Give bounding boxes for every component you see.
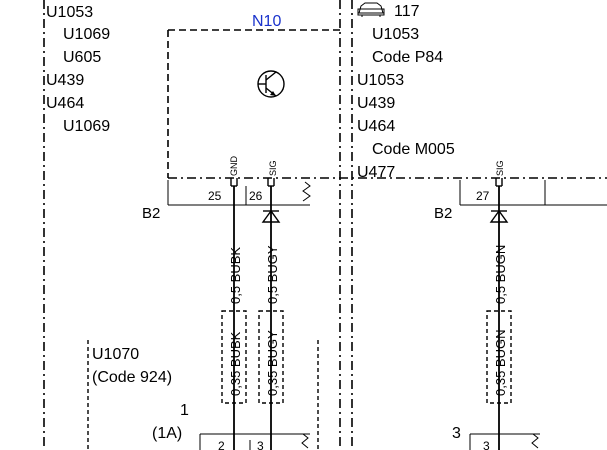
pin-26-label: 26 xyxy=(249,189,263,203)
pin-terminal-26 xyxy=(267,178,275,187)
right-code-7: U477 xyxy=(357,164,395,181)
wire-26-upper-label: 0,5 BUGY xyxy=(265,245,280,304)
connector-b2-right xyxy=(459,180,607,206)
component-name: N10 xyxy=(252,13,281,30)
pin-25-label: 25 xyxy=(208,189,222,203)
bottom-pin-3-left: 3 xyxy=(257,439,264,450)
pin-gnd-label: GND xyxy=(229,156,239,177)
pin-terminal-27 xyxy=(495,178,503,187)
splice-box-27 xyxy=(486,310,512,404)
wire-26-lower-label: 0,35 BUGY xyxy=(265,330,280,396)
pin-terminal-25 xyxy=(230,178,238,187)
bottom-pin-3-right: 3 xyxy=(483,439,490,450)
left-code-6: U1069 xyxy=(63,118,110,135)
wire-27-upper-label: 0,5 BUGN xyxy=(493,245,508,304)
car-icon xyxy=(357,2,385,17)
left-code-2: U1069 xyxy=(63,26,110,43)
pin-sig-label: SIG xyxy=(268,160,278,176)
left-code-5: U464 xyxy=(46,95,84,112)
arrow-up-icon xyxy=(261,209,281,223)
bottom-connector-sub-left: (1A) xyxy=(152,425,182,442)
left-code-1: U1053 xyxy=(46,4,93,21)
connector-left-label: B2 xyxy=(142,205,160,222)
left-code-3: U605 xyxy=(63,49,101,66)
transistor-icon xyxy=(257,70,285,98)
pin-27-label: 27 xyxy=(476,189,490,203)
wire-25-upper-label: 0,5 BUBK xyxy=(228,247,243,304)
bottom-code-1: U1070 xyxy=(92,346,139,363)
wire-25-lower-label: 0,35 BUBK xyxy=(228,331,243,396)
bottom-connector-number-right: 3 xyxy=(452,425,461,442)
bottom-code-2: (Code 924) xyxy=(92,369,172,386)
splice-box-26 xyxy=(258,310,284,404)
wire-27-lower-label: 0,35 BUGN xyxy=(493,330,508,396)
left-code-4: U439 xyxy=(46,72,84,89)
arrow-up-icon-right xyxy=(489,209,509,223)
bottom-connector-number-left: 1 xyxy=(180,402,189,419)
right-code-1: U1053 xyxy=(372,26,419,43)
right-code-3: U1053 xyxy=(357,72,404,89)
header-number: 117 xyxy=(394,3,420,20)
bottom-connector-left xyxy=(199,433,310,450)
bottom-pin-2: 2 xyxy=(218,439,225,450)
splice-box-25 xyxy=(221,310,247,404)
pin-sig-label-right: SIG xyxy=(495,160,505,176)
right-code-5: U464 xyxy=(357,118,395,135)
connector-right-label: B2 xyxy=(434,205,452,222)
bottom-connector-right xyxy=(469,433,540,450)
connector-b2-left xyxy=(167,180,311,206)
right-code-4: U439 xyxy=(357,95,395,112)
right-code-6: Code M005 xyxy=(372,141,455,158)
right-code-2: Code P84 xyxy=(372,49,443,66)
